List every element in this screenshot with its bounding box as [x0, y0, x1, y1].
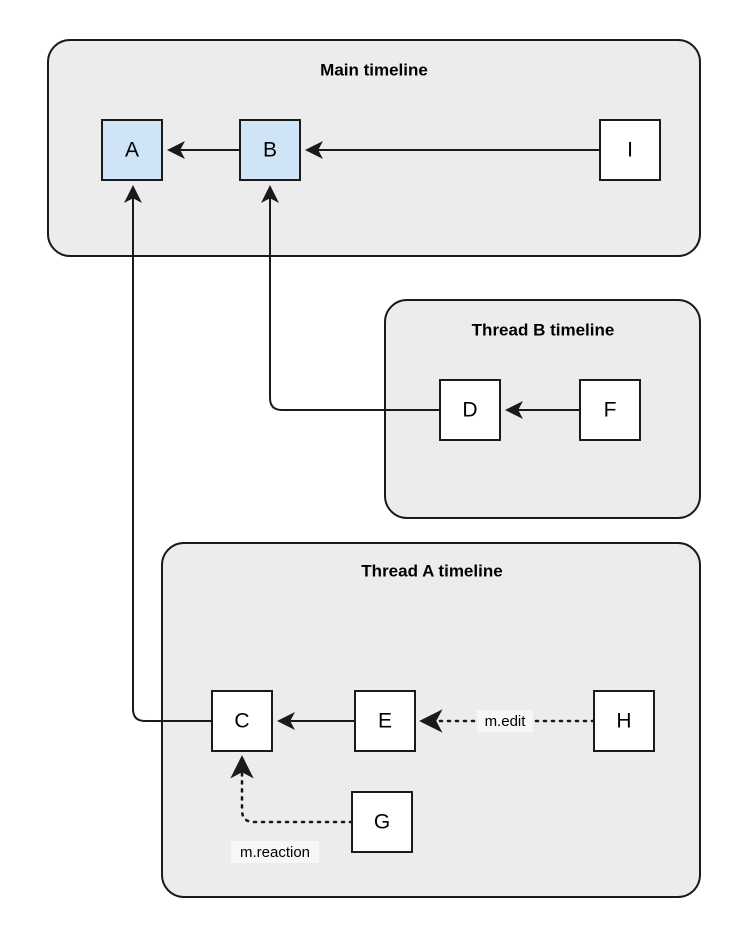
event-node-I[interactable]: I — [599, 119, 661, 181]
edges-layer — [124, 141, 600, 824]
edge-label-background-H-to-E — [477, 710, 533, 732]
event-node-box-B — [239, 119, 301, 181]
event-node-label-I: I — [627, 139, 633, 162]
event-node-box-D — [439, 379, 501, 441]
event-node-box-C — [211, 690, 273, 752]
edge-D-to-B — [261, 185, 440, 411]
event-node-label-F: F — [604, 399, 617, 422]
edge-G-to-C — [230, 755, 354, 824]
event-node-label-B: B — [263, 139, 277, 162]
event-node-box-F — [579, 379, 641, 441]
event-node-label-C: C — [234, 710, 249, 733]
event-node-label-G: G — [374, 811, 390, 834]
event-node-box-H — [593, 690, 655, 752]
event-node-D[interactable]: D — [439, 379, 501, 441]
nodes-layer: A B I D F C E G H — [101, 119, 661, 853]
timeline-title-main: Main timeline — [320, 60, 428, 79]
edge-C-to-A — [124, 185, 212, 722]
event-node-C[interactable]: C — [211, 690, 273, 752]
timeline-title-thread-a: Thread A timeline — [361, 561, 502, 580]
event-node-label-A: A — [125, 139, 139, 162]
event-node-G[interactable]: G — [351, 791, 413, 853]
event-node-A[interactable]: A — [101, 119, 163, 181]
event-node-box-A — [101, 119, 163, 181]
event-node-label-H: H — [616, 710, 631, 733]
edge-labels-layer: m.edit m.reaction — [231, 710, 533, 863]
event-node-B[interactable]: B — [239, 119, 301, 181]
edge-label-text-H-to-E: m.edit — [485, 713, 527, 730]
event-node-label-D: D — [462, 399, 477, 422]
edge-label-background-G-to-C — [231, 841, 319, 863]
event-node-box-E — [354, 690, 416, 752]
event-node-box-G — [351, 791, 413, 853]
timeline-container-main — [47, 39, 701, 257]
event-node-box-I — [599, 119, 661, 181]
event-node-label-E: E — [378, 710, 392, 733]
event-node-H[interactable]: H — [593, 690, 655, 752]
event-node-E[interactable]: E — [354, 690, 416, 752]
edge-label-H-to-E: m.edit — [477, 710, 533, 732]
timeline-title-thread-b: Thread B timeline — [472, 320, 615, 339]
event-node-F[interactable]: F — [579, 379, 641, 441]
edge-label-text-G-to-C: m.reaction — [240, 844, 310, 861]
edge-label-G-to-C: m.reaction — [231, 841, 319, 863]
